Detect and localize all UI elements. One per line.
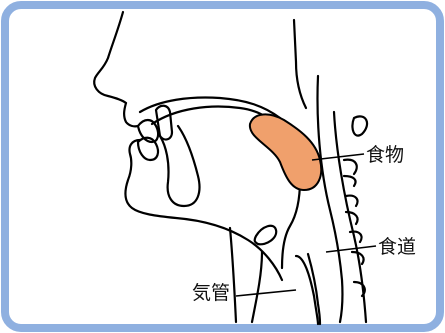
trachea-label: 気管 <box>192 284 230 303</box>
food-label: 食物 <box>366 146 404 165</box>
esophagus-label: 食道 <box>378 238 416 257</box>
frame-border <box>5 5 440 328</box>
